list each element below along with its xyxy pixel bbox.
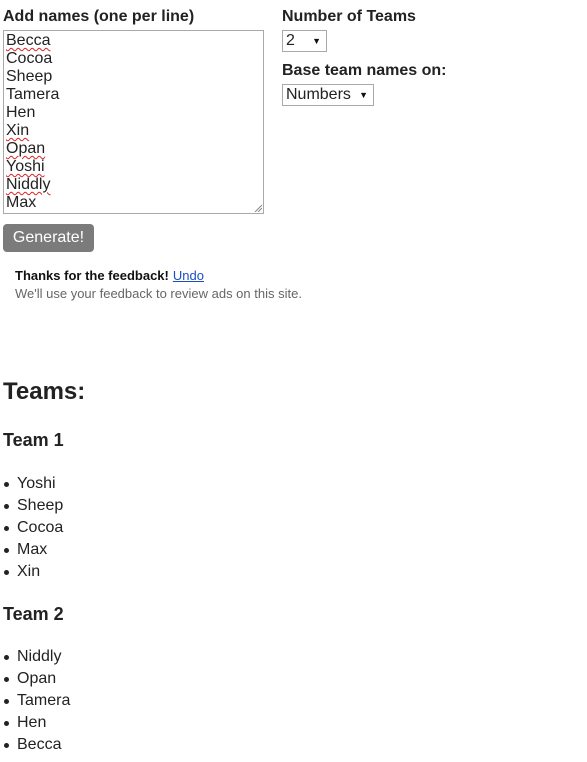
feedback-title: Thanks for the feedback! — [15, 268, 169, 283]
names-textarea[interactable]: Becca Cocoa Sheep Tamera Hen Xin Opan Yo… — [3, 30, 264, 214]
team-member: Tamera — [3, 690, 70, 712]
name-text: Tamera — [6, 86, 60, 103]
feedback-subtitle: We'll use your feedback to review ads on… — [15, 286, 302, 301]
name-line: Cocoa — [6, 50, 261, 68]
team-member: Cocoa — [3, 517, 63, 539]
team-member-list: Niddly Opan Tamera Hen Becca — [3, 646, 70, 756]
name-line: Tamera — [6, 86, 261, 104]
base-names-label: Base team names on: — [282, 62, 447, 79]
name-text: Opan — [6, 140, 46, 157]
name-line: Xin — [6, 122, 261, 140]
base-names-select[interactable]: Numbers ▼ — [282, 84, 374, 106]
dropdown-arrow-icon: ▼ — [312, 36, 321, 46]
name-text: Hen — [6, 104, 36, 121]
name-text: Max — [6, 194, 37, 211]
team-heading: Team 1 — [3, 430, 64, 450]
feedback-message: Thanks for the feedback!Undo — [15, 268, 204, 283]
teams-heading: Teams: — [3, 378, 86, 405]
name-line: Becca — [6, 32, 261, 50]
name-line: Max — [6, 194, 261, 212]
name-text: Sheep — [6, 68, 53, 85]
name-line: Opan — [6, 140, 261, 158]
resize-grip-icon[interactable] — [254, 204, 262, 212]
undo-link[interactable]: Undo — [172, 268, 204, 283]
team-member: Hen — [3, 712, 70, 734]
name-line: Niddly — [6, 176, 261, 194]
teams-count-label: Number of Teams — [282, 8, 416, 25]
name-text: Niddly — [6, 176, 51, 193]
team-member: Niddly — [3, 646, 70, 668]
team-member: Xin — [3, 561, 63, 583]
teams-count-select[interactable]: 2 ▼ — [282, 30, 327, 52]
team-heading: Team 2 — [3, 604, 64, 624]
team-member: Yoshi — [3, 473, 63, 495]
generate-button[interactable]: Generate! — [3, 224, 94, 252]
name-text: Xin — [6, 122, 30, 139]
name-text: Becca — [6, 32, 51, 49]
dropdown-arrow-icon: ▼ — [359, 90, 368, 100]
name-line: Yoshi — [6, 158, 261, 176]
name-text: Cocoa — [6, 50, 53, 67]
team-member-list: Yoshi Sheep Cocoa Max Xin — [3, 473, 63, 583]
base-names-value: Numbers — [286, 86, 351, 103]
name-text: Yoshi — [6, 158, 45, 175]
team-member: Max — [3, 539, 63, 561]
name-line: Hen — [6, 104, 261, 122]
names-label: Add names (one per line) — [3, 8, 195, 25]
name-line: Sheep — [6, 68, 261, 86]
team-member: Opan — [3, 668, 70, 690]
teams-count-value: 2 — [286, 32, 295, 49]
team-member: Becca — [3, 734, 70, 756]
team-member: Sheep — [3, 495, 63, 517]
